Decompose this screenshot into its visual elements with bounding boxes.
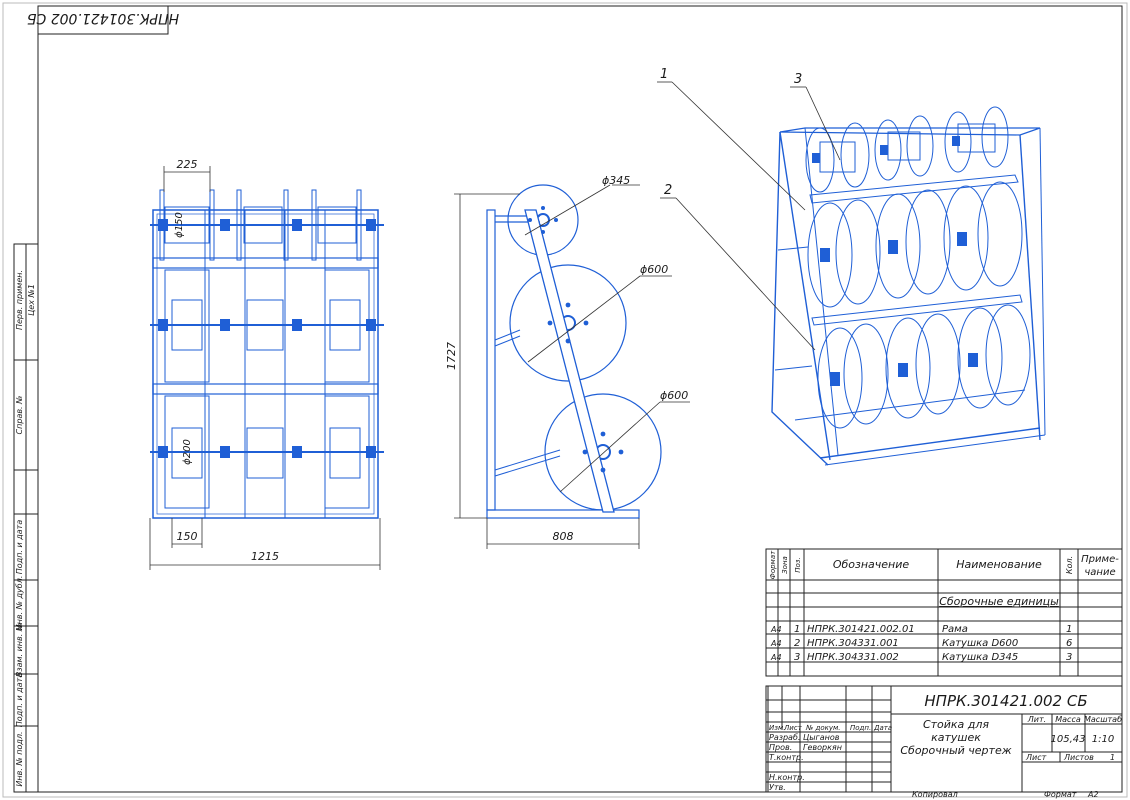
row2-format: А4 bbox=[770, 639, 782, 648]
side-label-orig-inv: Инв. № подл. bbox=[15, 731, 24, 786]
hdr-name: Наименование bbox=[956, 558, 1042, 571]
dim-d600-upper: ϕ600 bbox=[640, 263, 668, 276]
row2-qty: 6 bbox=[1066, 638, 1072, 649]
col-sheet: Лист bbox=[783, 724, 803, 732]
side-label-sign-date-2: Подп. и дата bbox=[15, 673, 24, 728]
sheets-value: 1 bbox=[1110, 753, 1115, 762]
callout-3: 3 bbox=[794, 72, 802, 87]
lit-label: Лит. bbox=[1027, 715, 1046, 724]
mass-label: Масса bbox=[1055, 715, 1081, 724]
side-view: ϕ345 ϕ600 ϕ600 1727 808 bbox=[445, 174, 690, 549]
person-developer: Цыганов bbox=[803, 733, 840, 742]
role-developer: Разраб. bbox=[769, 733, 800, 742]
row1-qty: 1 bbox=[1066, 624, 1072, 635]
row3-designation: НПРК.304331.002 bbox=[807, 652, 899, 663]
person-checker: Геворкян bbox=[803, 743, 842, 752]
footer-copied: Копировал bbox=[912, 790, 958, 799]
title-line-3: Сборочный чертеж bbox=[900, 744, 1011, 757]
dim-1727: 1727 bbox=[445, 342, 458, 370]
col-change: Изм. bbox=[769, 724, 785, 732]
hdr-note-2: чание bbox=[1084, 567, 1115, 578]
dim-d345: ϕ345 bbox=[602, 174, 630, 187]
dim-d150: ϕ150 bbox=[174, 212, 185, 238]
title-line-1: Стойка для bbox=[923, 718, 989, 731]
front-view: 225 ϕ150 ϕ200 150 1215 bbox=[149, 158, 384, 570]
side-stamp: Перв. примен. Цех №1 Справ. № Подп. и да… bbox=[13, 243, 39, 793]
callout-1: 1 bbox=[660, 67, 668, 82]
row2-name: Катушка D600 bbox=[942, 638, 1018, 649]
hdr-note-1: Приме- bbox=[1081, 554, 1119, 565]
dim-150: 150 bbox=[177, 530, 198, 543]
row3-qty: 3 bbox=[1066, 652, 1072, 663]
table-row: А4 3 НПРК.304331.002 Катушка D345 3 bbox=[770, 652, 1072, 663]
role-tech-control: Т.контр. bbox=[769, 753, 804, 762]
mirrored-code: НПРК.301421.002 СБ bbox=[27, 10, 179, 26]
table-row: А4 1 НПРК.301421.002.01 Рама 1 bbox=[770, 624, 1072, 635]
row3-pos: 3 bbox=[794, 652, 800, 663]
hdr-format: Формат bbox=[769, 550, 777, 579]
side-label-ref-no: Справ. № bbox=[15, 396, 24, 435]
hdr-designation: Обозначение bbox=[833, 558, 910, 571]
spec-table: Формат Зона Поз. Обозначение Наименовани… bbox=[765, 548, 1123, 677]
side-label-shop: Цех №1 bbox=[27, 284, 36, 316]
row1-designation: НПРК.301421.002.01 bbox=[807, 624, 915, 635]
title-code: НПРК.301421.002 СБ bbox=[924, 692, 1087, 710]
spool-d600-upper-side bbox=[509, 264, 627, 382]
row1-format: А4 bbox=[770, 625, 782, 634]
role-approved: Утв. bbox=[769, 783, 786, 792]
sheet-label: Лист bbox=[1025, 753, 1047, 762]
table-row: А4 2 НПРК.304331.001 Катушка D600 6 bbox=[770, 638, 1072, 649]
role-norm-control: Н.контр. bbox=[769, 773, 805, 782]
side-label-repl-inv: Взам. инв. № bbox=[15, 623, 24, 677]
scale-label: Масштаб bbox=[1084, 715, 1122, 724]
isometric-view bbox=[771, 106, 1046, 466]
title-block: Изм. Лист № докум. Подп. Дата Разраб. Пр… bbox=[765, 685, 1123, 793]
col-doc-no: № докум. bbox=[805, 724, 841, 732]
dim-d600-lower: ϕ600 bbox=[660, 389, 688, 402]
hdr-qty: Кол. bbox=[1065, 556, 1074, 574]
dim-808: 808 bbox=[553, 530, 574, 543]
row1-pos: 1 bbox=[794, 624, 800, 635]
col-sign: Подп. bbox=[850, 724, 871, 732]
dim-d200: ϕ200 bbox=[182, 439, 193, 465]
callouts: 1 2 3 bbox=[657, 67, 841, 351]
sheets-label: Листов bbox=[1063, 753, 1094, 762]
row2-pos: 2 bbox=[794, 638, 800, 649]
mirrored-code-box: НПРК.301421.002 СБ bbox=[27, 5, 179, 35]
dim-225: 225 bbox=[177, 158, 198, 171]
footer-format-label: Формат bbox=[1044, 790, 1077, 799]
hdr-zone: Зона bbox=[781, 556, 789, 574]
row3-format: А4 bbox=[770, 653, 782, 662]
footer-format-value: А2 bbox=[1087, 790, 1099, 799]
row1-name: Рама bbox=[942, 624, 968, 635]
side-label-sign-date-1: Подп. и дата bbox=[15, 520, 24, 575]
row2-designation: НПРК.304331.001 bbox=[807, 638, 899, 649]
role-checked: Пров. bbox=[769, 743, 792, 752]
side-label-first-use: Перв. примен. bbox=[15, 270, 24, 330]
scale-value: 1:10 bbox=[1092, 734, 1114, 745]
hdr-pos: Поз. bbox=[794, 557, 802, 573]
mass-value: 105,43 bbox=[1051, 734, 1086, 745]
side-label-dup-inv: Инв. № дубл. bbox=[15, 576, 24, 631]
col-date: Дата bbox=[873, 724, 892, 732]
dim-1215: 1215 bbox=[251, 550, 279, 563]
section-assembly-units: Сборочные единицы bbox=[939, 595, 1059, 608]
callout-2: 2 bbox=[664, 183, 672, 198]
row3-name: Катушка D345 bbox=[942, 652, 1018, 663]
title-line-2: катушек bbox=[931, 731, 981, 744]
